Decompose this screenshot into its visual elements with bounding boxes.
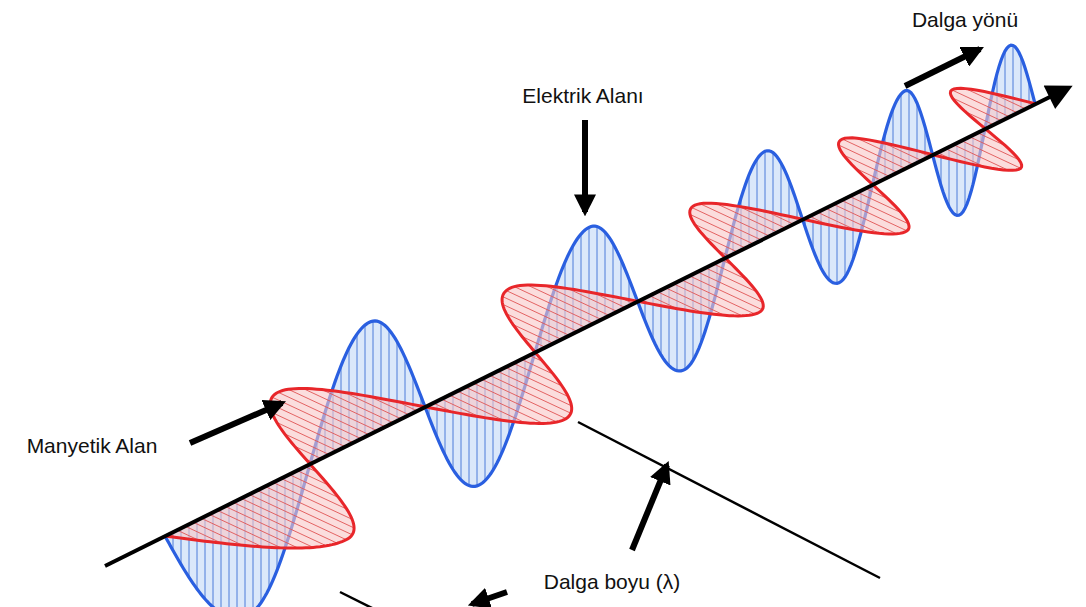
direction-label: Dalga yönü [910,8,1020,32]
wavelength-label: Dalga boyu (λ) [542,570,683,594]
magnetic-hatch [945,148,985,167]
magnetic-hatch [272,397,361,438]
magnetic-hatch [497,371,571,406]
magnetic-hatch [833,204,897,234]
dimension-arrow [632,465,667,550]
pointer-arrow [582,120,588,212]
magnetic-hatch [265,486,354,528]
magnetic-hatch [473,383,557,422]
magnetic-hatch [270,404,353,443]
magnetic-hatch [705,268,757,292]
magnetic-hatch [681,280,755,314]
magnetic-hatch [506,291,585,328]
magnetic-hatch [527,285,601,319]
electric-field-label: Elektrik Alanı [520,84,645,108]
direction-arrow [905,49,980,86]
magnetic-hatch [225,506,313,547]
magnetic-hatch [841,200,907,231]
electric-field-fill [165,45,1035,607]
extension-line [578,422,880,578]
dimension-arrow [472,592,507,604]
extension-line [340,592,400,607]
pointer-arrow [190,403,282,443]
magnetic-hatch [278,392,369,434]
propagation-axis [105,88,1068,566]
wave-layer [105,45,1068,607]
magnetic-hatch [503,304,569,335]
magnetic-field-label: Manyetik Alan [25,434,160,458]
magnetic-hatch [465,387,543,423]
magnetic-hatch [303,388,385,426]
magnetic-hatch [217,510,298,548]
magnetic-hatch [705,237,737,252]
magnetic-hatch [481,379,566,419]
magnetic-hatch [713,264,746,279]
magnetic-hatch [689,276,762,310]
electric-field-wave [165,45,1035,607]
